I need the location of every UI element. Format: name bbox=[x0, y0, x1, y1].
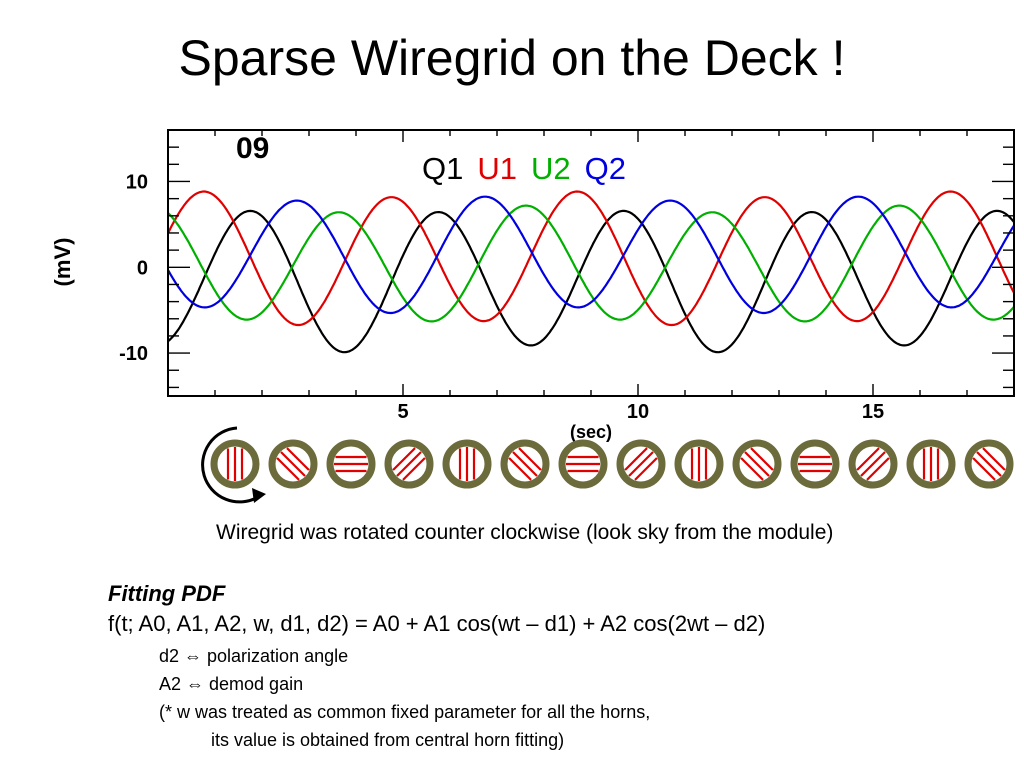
caption: Wiregrid was rotated counter clockwise (… bbox=[216, 521, 834, 544]
wiregrid-icon-diag-bl-tr bbox=[848, 439, 898, 489]
x-tick-label-10: 10 bbox=[627, 401, 649, 423]
wiregrid-icon-horizontal bbox=[790, 439, 840, 489]
slide-title: Sparse Wiregrid on the Deck ! bbox=[178, 30, 846, 86]
wiregrid-icon-horizontal bbox=[558, 439, 608, 489]
legend-entry-u1: U1 bbox=[477, 151, 517, 186]
series-line-u2 bbox=[168, 204, 1014, 323]
note-demod-gain: A2 ⇔ demod gain bbox=[159, 674, 304, 694]
wiregrid-icon-diag-tl-br bbox=[964, 439, 1014, 489]
series-line-u1 bbox=[168, 190, 1014, 327]
y-tick-label-0: 0 bbox=[137, 257, 148, 279]
note-w-fixed: (* w was treated as common fixed paramet… bbox=[159, 702, 651, 722]
wiregrid-icon-diag-tl-br bbox=[268, 439, 318, 489]
wiregrid-row bbox=[201, 426, 1014, 504]
wiregrid-icon-horizontal bbox=[326, 439, 376, 489]
panel-label: 09 bbox=[236, 132, 269, 165]
y-tick-label--10: -10 bbox=[119, 343, 148, 365]
y-tick-label-10: 10 bbox=[126, 171, 148, 193]
fitting-heading: Fitting PDF bbox=[108, 581, 226, 606]
fitting-formula: f(t; A0, A1, A2, w, d1, d2) = A0 + A1 co… bbox=[108, 611, 766, 636]
fitting-section: Fitting PDF f(t; A0, A1, A2, w, d1, d2) … bbox=[108, 580, 765, 754]
wiregrid-icon-vertical bbox=[674, 439, 724, 489]
y-axis-label: (mV) bbox=[50, 238, 75, 287]
chart: 5 10 15 -10 0 10 09 (mV) (sec) Q1 U1 U2 Q2 bbox=[50, 129, 1015, 504]
plot-area: 5 10 15 -10 0 10 bbox=[119, 129, 1015, 423]
legend-entry-q1: Q1 bbox=[422, 151, 463, 186]
wiregrid-icon-vertical bbox=[210, 439, 260, 489]
wiregrid-icon-diag-bl-tr bbox=[616, 439, 666, 489]
wiregrid-icon-vertical bbox=[442, 439, 492, 489]
x-tick-label-15: 15 bbox=[862, 401, 884, 423]
note-w-central-horn: its value is obtained from central horn … bbox=[211, 730, 565, 750]
fitting-notes: d2 ⇔ polarization angle A2 ⇔ demod gain … bbox=[159, 642, 765, 754]
legend-entry-q2: Q2 bbox=[585, 151, 626, 186]
note-polarization-angle: d2 ⇔ polarization angle bbox=[159, 646, 349, 666]
wiregrid-icon-diag-tl-br bbox=[500, 439, 550, 489]
counter-clockwise-arrow-icon bbox=[201, 426, 266, 504]
legend: Q1 U1 U2 Q2 bbox=[422, 151, 626, 186]
x-tick-label-5: 5 bbox=[397, 401, 408, 423]
wiregrid-icon-diag-tl-br bbox=[732, 439, 782, 489]
wiregrid-icon-diag-bl-tr bbox=[384, 439, 434, 489]
series-line-q1 bbox=[168, 209, 1014, 354]
legend-entry-u2: U2 bbox=[531, 151, 571, 186]
series-line-q2 bbox=[168, 195, 1014, 315]
x-axis-label: (sec) bbox=[570, 422, 612, 442]
wiregrid-icon-vertical bbox=[906, 439, 956, 489]
